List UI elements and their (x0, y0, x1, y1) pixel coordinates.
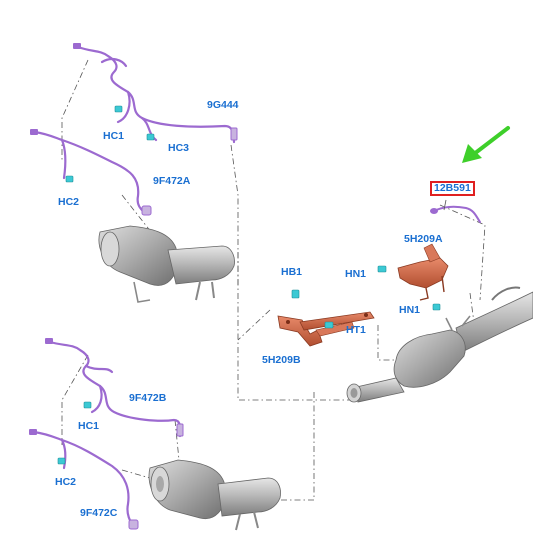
catalytic-converter-bottom (148, 459, 281, 531)
callout-hb1: HB1 (281, 266, 303, 278)
sensor-12b591 (430, 199, 481, 223)
pointer-arrow-icon (462, 126, 510, 163)
sensor-wire-bottom (32, 340, 182, 528)
callout-9f472b: 9F472B (129, 392, 167, 404)
callout-5h209a: 5H209A (404, 233, 443, 245)
callout-hn1-upper: HN1 (345, 268, 367, 280)
clip-icons-top (65, 105, 155, 183)
sensor-wire-bottom-ends (29, 338, 184, 530)
callout-hc3: HC3 (168, 142, 190, 154)
exhaust-pipe-right (346, 286, 533, 403)
bracket-5h209a (397, 243, 449, 301)
sensor-wire-top (33, 45, 236, 216)
catalytic-converter-top (98, 225, 235, 303)
callout-hc1-bottom: HC1 (78, 420, 100, 432)
bracket-5h209b (277, 311, 375, 347)
callout-ht1: HT1 (346, 324, 366, 336)
callout-9f472a: 9F472A (153, 175, 191, 187)
callout-9f472c: 9F472C (80, 507, 118, 519)
callout-hc1-top: HC1 (103, 130, 125, 142)
sensor-wire-top-ends (30, 43, 238, 216)
callout-hc2-top: HC2 (58, 196, 80, 208)
callout-9g444: 9G444 (207, 99, 239, 111)
callout-hc2-bottom: HC2 (55, 476, 77, 488)
callout-hn1-lower: HN1 (399, 304, 421, 316)
clip-icons-bottom (57, 401, 92, 465)
callout-12b591-highlighted: 12B591 (430, 181, 475, 196)
clip-icons-center (291, 265, 441, 329)
callout-5h209b: 5H209B (262, 354, 301, 366)
